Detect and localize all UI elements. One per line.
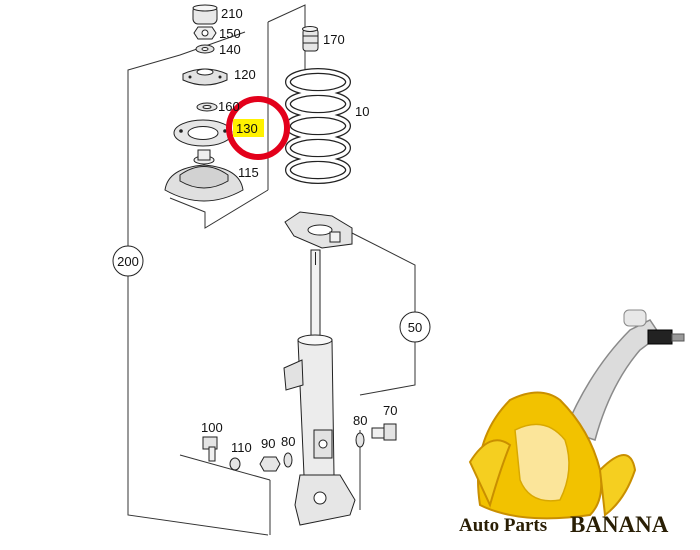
part-label-80-right: 80 — [353, 413, 367, 428]
part-label-110: 110 — [231, 440, 252, 455]
part-100-bolt — [202, 436, 218, 462]
part-label-210: 210 — [221, 6, 243, 21]
part-90-nut — [259, 456, 281, 472]
brand-banana-inner — [514, 423, 570, 502]
bracket-line-mount — [169, 189, 269, 229]
part-70-bolt — [371, 423, 397, 441]
part-label-90: 90 — [261, 436, 275, 451]
highlight-marker — [233, 119, 264, 137]
brand-banana-peel-left — [468, 439, 512, 508]
part-label-80-left: 80 — [281, 434, 295, 449]
part-label-10: 10 — [355, 104, 369, 119]
part-140-washer — [195, 44, 215, 54]
bracket-line-bolt — [179, 454, 271, 481]
part-115-strut-mount — [164, 149, 244, 202]
brand-logo: Auto Parts BANANA — [459, 309, 685, 537]
part-80-washer-right — [355, 432, 365, 448]
part-120-upper-plate — [182, 68, 228, 86]
brand-banana-peel-right — [598, 454, 637, 517]
part-80-washer-left — [283, 452, 293, 468]
part-170-bump-stop — [302, 26, 319, 52]
brand-text-auto-parts: Auto Parts — [459, 515, 547, 536]
part-150-nut — [193, 26, 217, 40]
part-label-115: 115 — [238, 165, 259, 180]
part-label-70: 70 — [383, 403, 397, 418]
part-label-120: 120 — [234, 67, 256, 82]
part-label-170: 170 — [323, 32, 345, 47]
part-210-cap — [192, 4, 218, 25]
callout-50: 50 — [399, 311, 431, 343]
highlight-circle — [226, 96, 290, 160]
part-spring-seat — [284, 211, 353, 249]
part-label-100: 100 — [201, 420, 223, 435]
part-110-washer — [229, 457, 241, 471]
bracket-line-50 — [349, 231, 416, 396]
bracket-line-top — [267, 4, 306, 70]
part-label-160: 160 — [218, 99, 240, 114]
part-130-bearing-ring — [173, 119, 233, 147]
callout-200: 200 — [112, 245, 144, 277]
part-label-150: 150 — [219, 26, 241, 41]
part-160-washer — [196, 102, 218, 112]
part-10-coil-spring — [285, 68, 351, 184]
part-label-200: 200 — [117, 254, 139, 269]
brand-text-banana: BANANA — [570, 512, 669, 537]
part-label-50: 50 — [408, 320, 422, 335]
part-label-140: 140 — [219, 42, 241, 57]
part-label-130[interactable]: 130 — [236, 121, 258, 136]
part-50-shock-absorber — [283, 249, 356, 526]
